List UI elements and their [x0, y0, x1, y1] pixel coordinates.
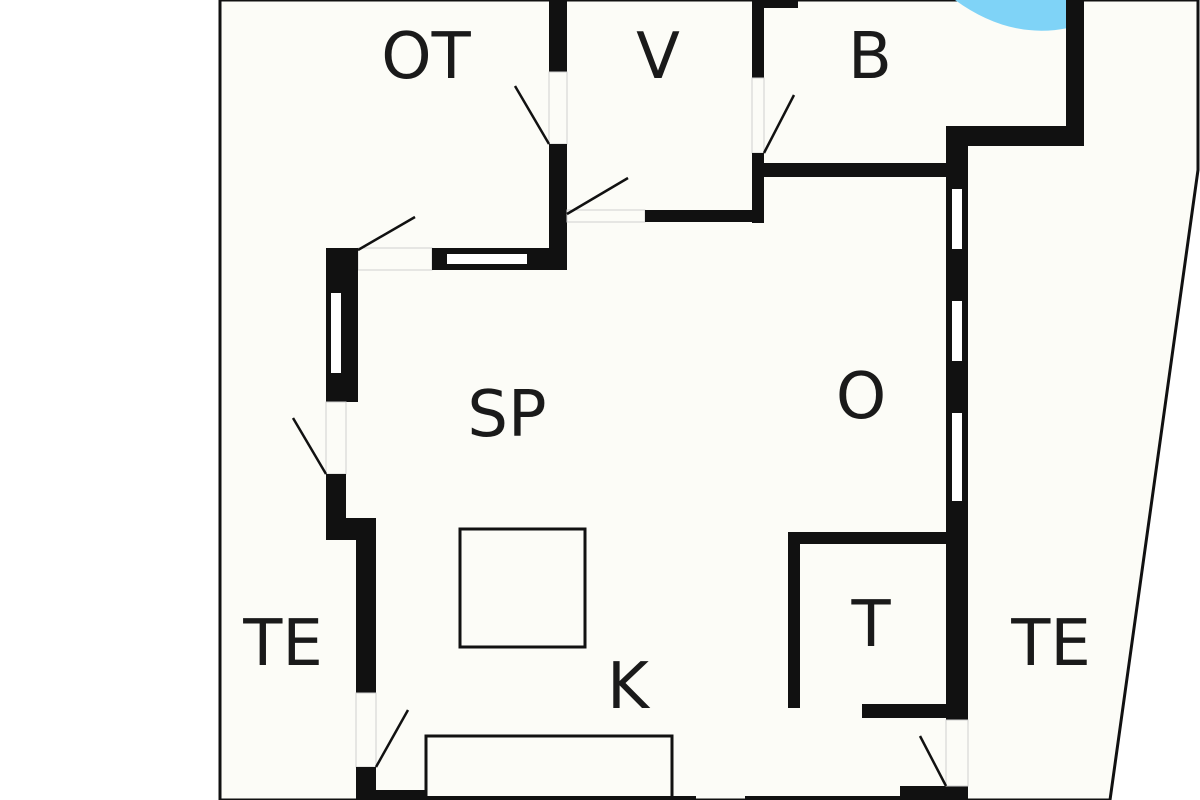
wall-v-b-upper — [752, 0, 764, 78]
room-label-k: K — [607, 650, 651, 724]
room-label-te-left: TE — [242, 607, 323, 681]
wall-v-bottom — [645, 210, 764, 222]
water-area — [955, 0, 1068, 31]
kitchen-counter — [424, 734, 674, 800]
door-leaf-ot — [513, 85, 551, 145]
room-label-t: T — [850, 588, 891, 662]
window-o-1 — [950, 187, 964, 251]
door-leaf-b — [762, 94, 796, 154]
room-label-sp: SP — [467, 378, 546, 452]
wall-ot-v-upper — [549, 0, 567, 72]
door-opening-v — [566, 209, 646, 223]
door-opening-te-right — [945, 719, 969, 787]
wall-b-bottom — [752, 163, 952, 177]
door-opening-k-west — [355, 692, 377, 768]
table-outline — [458, 527, 587, 649]
door-leaf-k-west — [374, 709, 410, 768]
wall-b-step — [946, 126, 1084, 146]
door-opening-b — [751, 77, 765, 154]
door-leaf-sp-west — [291, 417, 328, 475]
wall-t-west — [788, 532, 800, 708]
window-sp-west — [329, 291, 343, 375]
door-opening-sp-west — [325, 401, 347, 475]
window-o-2 — [950, 299, 964, 363]
wall-k-west — [356, 518, 376, 693]
room-label-o: O — [836, 360, 886, 434]
wall-b-top-stub — [752, 0, 798, 8]
wall-t-top — [788, 532, 958, 544]
door-leaf-te-right — [918, 735, 948, 787]
door-opening-ot — [548, 71, 568, 145]
window-o-3 — [950, 411, 964, 503]
door-leaf-sp-top — [357, 215, 416, 252]
window-sp-top — [445, 252, 529, 266]
door-opening-sp-top — [357, 247, 433, 271]
door-leaf-v — [566, 176, 629, 216]
room-label-te-right: TE — [1010, 607, 1091, 681]
wall-bottom-left — [356, 790, 426, 800]
wall-t-bottom — [862, 704, 962, 718]
wall-b-east — [1066, 0, 1084, 146]
room-label-b: B — [848, 20, 892, 94]
wall-bottom-mid — [426, 796, 696, 800]
room-label-v: V — [636, 20, 680, 94]
wall-bottom-right — [745, 796, 945, 800]
wall-ot-v-lower — [549, 144, 567, 270]
room-label-ot: OT — [381, 20, 471, 94]
wall-bottom-corner — [900, 786, 968, 800]
